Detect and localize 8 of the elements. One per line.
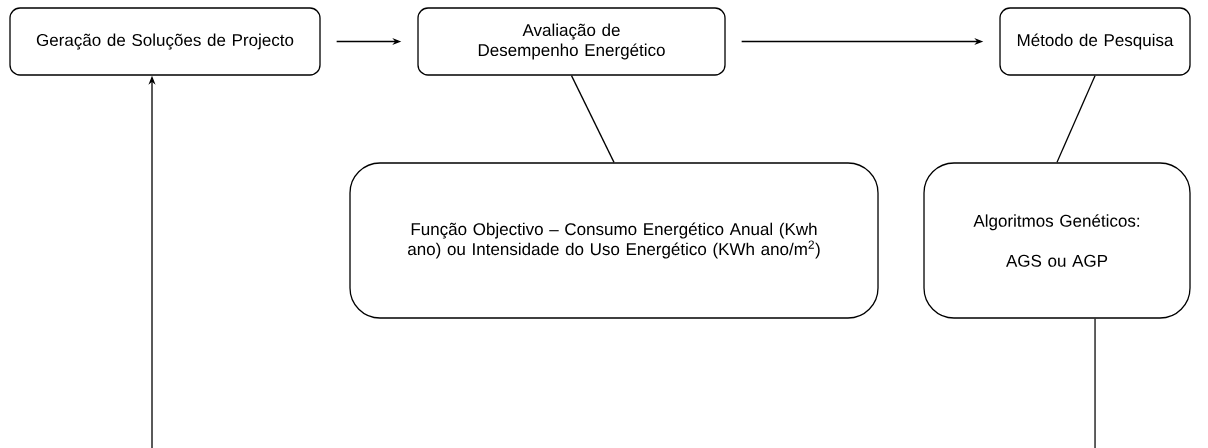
connector-line [570,75,615,163]
line [1094,318,1096,448]
detail-box: Algoritmos Genéticos: AGS ou AGP [923,162,1191,319]
connector-line [1056,75,1096,163]
process-box: Geração de Soluções de Projecto [9,7,321,76]
process-box: Método de Pesquisa [999,7,1191,76]
process-box: Avaliação de Desempenho Energético [417,7,726,76]
detail-box: Função Objectivo – Consumo Energético Anual (Kwh ano) ou Intensidade do Uso Energético (KWh ano/m$^{2}$) [349,162,879,319]
